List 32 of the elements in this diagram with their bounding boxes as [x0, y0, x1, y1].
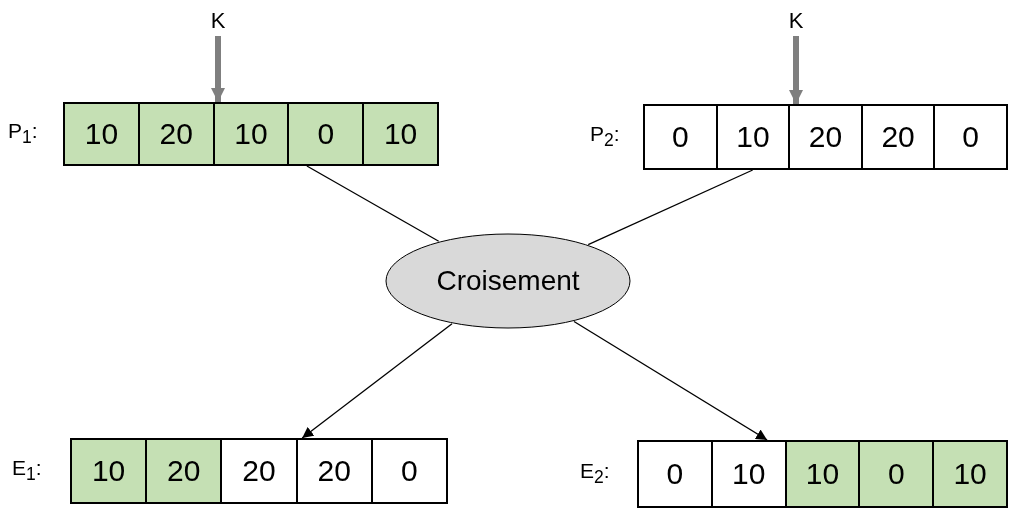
connector-line [306, 165, 440, 242]
node-label: 0 [666, 457, 684, 490]
gene-cell: 0 [287, 104, 363, 164]
node-label: 10 [84, 117, 119, 150]
node-label: 10 [91, 454, 126, 487]
label-text: K [203, 6, 233, 36]
block-arrow [789, 36, 803, 104]
gene-array [590, 104, 1008, 170]
gene-cell: 10 [212, 104, 288, 164]
row-label: P$_{2}$: [590, 122, 621, 152]
row-label: P$_{1}$: [8, 119, 39, 149]
row-label: E$_{1}$: [12, 456, 43, 486]
gene-cell: 0 [858, 442, 933, 506]
gene-array [12, 438, 448, 504]
gene-cell: 10 [932, 442, 1006, 506]
arrow [573, 320, 768, 441]
gene-cell: 10 [784, 442, 859, 506]
row-label: E$_{2}$: [580, 459, 611, 489]
label-text: K [781, 6, 811, 36]
process-ellipse [385, 233, 631, 329]
node-label: Croisement [435, 265, 581, 297]
gene-cell: 10 [362, 104, 437, 164]
gene-cell: 20 [137, 104, 213, 164]
arrow [301, 323, 453, 439]
connector-line [587, 169, 754, 246]
gene-cell: 10 [72, 440, 146, 502]
block-arrow [211, 36, 225, 102]
node-label: 0 [671, 120, 689, 153]
gene-array [8, 102, 439, 166]
gene-cell: 10 [65, 104, 138, 164]
gene-cell: 20 [145, 440, 221, 502]
gene-array [580, 440, 1008, 508]
